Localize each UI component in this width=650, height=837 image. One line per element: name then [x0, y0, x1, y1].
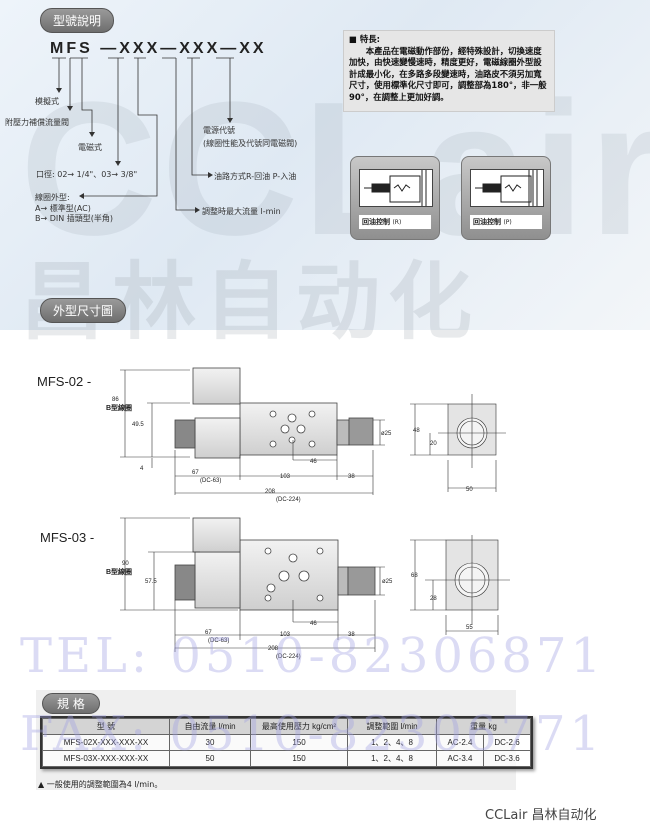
- watermark-tel: TEL: 0510-82306871: [20, 628, 606, 684]
- mfs02-dim-67: 67: [192, 470, 199, 476]
- label-coil-shape: 線圈外型:: [35, 193, 70, 202]
- cell-adjust-range: 1、2、4、8: [347, 734, 437, 751]
- label-coil-b: B→ DIN 插頭型(半角): [35, 214, 114, 223]
- model-code: MFS —XXX—XXX—XX: [50, 40, 267, 57]
- mfs02-end-width: 50: [466, 487, 473, 493]
- mfs02-dim-38: 38: [348, 474, 355, 480]
- header-free-flow: 自由流量 l/min: [169, 718, 251, 735]
- label-max-flow: 調整時最大流量 l-min: [202, 207, 281, 216]
- model-code-leader-lines: [52, 57, 234, 213]
- model-section-title: 型號說明: [40, 8, 115, 33]
- header-adjust-range: 調整範圍 l/min: [347, 718, 437, 735]
- label-power-code: 電源代號: [203, 126, 235, 135]
- mfs03-label: MFS-03 -: [40, 530, 94, 545]
- mfs03-height: 57.5: [145, 579, 157, 585]
- mfs03-end-width: 55: [466, 625, 473, 631]
- mfs03-dim-67: 67: [205, 630, 212, 636]
- mfs02-label: MFS-02 -: [37, 374, 91, 389]
- mfs02-dim-46: 46: [310, 459, 317, 465]
- label-power-note: (線圈性能及代號同電磁閥): [203, 139, 298, 148]
- mfs02-height: 49.5: [132, 422, 144, 428]
- mfs03-dim-dc224: (DC-224): [276, 654, 301, 660]
- symbol-code: (R): [392, 219, 402, 226]
- features-text: 本產品在電磁動作部份，經特殊設計，切換速度加快，由快速變慢速時，精度更好，電磁線…: [349, 45, 547, 102]
- mfs02-dim-103: 103: [280, 474, 291, 480]
- symbol-return-control-r: 回油控制 (R): [350, 156, 440, 240]
- mfs02-end-center: 20: [430, 441, 437, 447]
- cell-weight-ac: AC-3.4: [436, 750, 484, 767]
- mfs03-height-total: 90: [122, 561, 129, 567]
- label-type: 模擬式: [35, 97, 59, 106]
- label-solenoid: 電磁式: [78, 143, 102, 152]
- mfs02-end-height: 48: [413, 428, 420, 434]
- table-row: MFS-03X-XXX-XXX-XX 50 150 1、2、4、8 AC-3.4…: [42, 750, 531, 767]
- header-max-pressure: 最高使用壓力 kg/cm²: [250, 718, 348, 735]
- spec-table: 型 號 自由流量 l/min 最高使用壓力 kg/cm² 調整範圍 l/min …: [40, 716, 533, 769]
- label-port-size: 口徑: 02→ 1/4"、03→ 3/8": [36, 170, 138, 179]
- dimension-section-title: 外型尺寸圖: [40, 298, 127, 323]
- valve-symbol-icon: [359, 169, 433, 207]
- cell-max-pressure: 150: [250, 734, 348, 751]
- label-circuit: 油路方式R-回油 P-入油: [214, 172, 297, 181]
- cell-max-pressure: 150: [250, 750, 348, 767]
- mfs03-dimension-lines: [120, 517, 510, 652]
- mfs02-dimension-lines: [120, 369, 506, 495]
- mfs03-coil-type: B型線圈: [106, 567, 132, 576]
- symbol-code: (P): [503, 219, 512, 226]
- mfs03-dim-46: 46: [310, 621, 317, 627]
- features-heading: ■ 特長:: [349, 34, 380, 44]
- mfs03-diameter: ø25: [382, 579, 393, 585]
- spec-section-title: 規 格: [42, 693, 100, 714]
- mfs03-dim-103: 103: [280, 632, 291, 638]
- features-box: ■ 特長: 本產品在電磁動作部份，經特殊設計，切換速度加快，由快速變慢速時，精度…: [343, 30, 555, 112]
- header-model: 型 號: [42, 718, 170, 735]
- table-row: MFS-02X-XXX-XXX-XX 30 150 1、2、4、8 AC-2.4…: [42, 734, 531, 751]
- footer-brand: CCLair 昌林自动化: [485, 808, 597, 823]
- mfs02-dim-dc63: (DC-63): [200, 478, 221, 484]
- mfs02-side-view: [174, 367, 374, 459]
- mfs02-coil-type: B型線圈: [106, 403, 132, 412]
- cell-model: MFS-03X-XXX-XXX-XX: [42, 750, 170, 767]
- mfs03-end-height: 68: [411, 573, 418, 579]
- symbol-caption: 回油控制: [473, 218, 501, 226]
- mfs02-offset: 4: [140, 466, 144, 472]
- symbol-return-control-p: 回油控制 (P): [461, 156, 551, 240]
- mfs02-dim-dc224: (DC-224): [276, 497, 301, 503]
- symbol-caption: 回油控制: [362, 218, 390, 226]
- mfs03-dim-38: 38: [348, 632, 355, 638]
- header-weight: 重量 kg: [436, 718, 531, 735]
- mfs03-side-view: [174, 517, 376, 611]
- dimension-drawings: MFS-02 - 86 B型線圈 49.5 4 67 (DC-63) 103 3…: [37, 367, 510, 660]
- mfs03-dim-208: 208: [268, 646, 279, 652]
- mfs02-dim-208: 208: [265, 489, 276, 495]
- table-header-row: 型 號 自由流量 l/min 最高使用壓力 kg/cm² 調整範圍 l/min …: [42, 718, 531, 735]
- cell-free-flow: 30: [169, 734, 251, 751]
- cell-weight-ac: AC-2.4: [436, 734, 484, 751]
- spec-note: ▲ 一般使用的調整範圍為4 l/min。: [38, 780, 163, 789]
- label-pressure-comp: 附壓力補償流量閥: [5, 118, 69, 127]
- mfs02-diameter: ø25: [381, 431, 392, 437]
- watermark-fax: FAX: 0510-82306771: [20, 706, 605, 762]
- cell-free-flow: 50: [169, 750, 251, 767]
- label-coil-a: A→ 標準型(AC): [35, 204, 91, 213]
- valve-symbol-icon: [470, 169, 544, 207]
- watermark-brand-cn: 昌林自动化: [20, 253, 481, 351]
- mfs03-dim-dc63: (DC-63): [208, 638, 229, 644]
- mfs03-end-center: 28: [430, 596, 437, 602]
- mfs02-height-total: 86: [112, 397, 119, 403]
- cell-weight-dc: DC-3.6: [483, 750, 531, 767]
